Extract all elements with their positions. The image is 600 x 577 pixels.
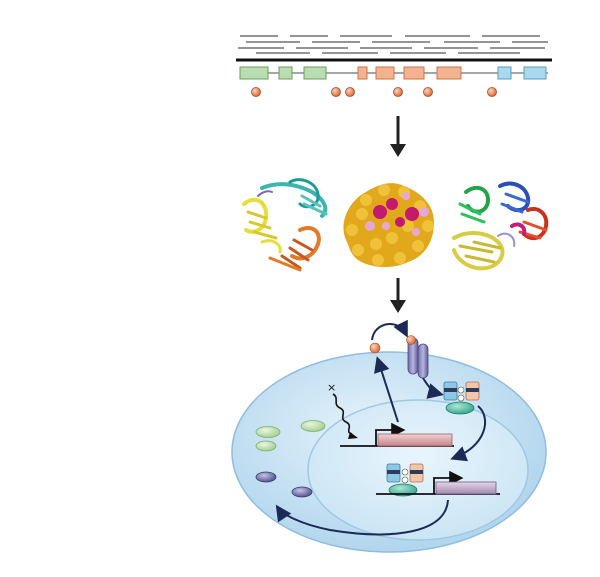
exon-blue — [523, 66, 547, 80]
membrane-receptor — [406, 335, 429, 379]
vesicle-purple — [255, 471, 277, 483]
export-arrow — [275, 499, 449, 536]
nuclear-complex — [386, 463, 424, 497]
gene-locus-1 — [340, 422, 454, 447]
protein-ribbon-trimer — [242, 178, 328, 272]
snp-markers — [251, 87, 497, 97]
wavy-arrow-icon: × — [327, 381, 358, 439]
exon-blue — [497, 66, 512, 80]
gene-locus-2 — [376, 470, 500, 495]
signal-arrow — [422, 377, 444, 399]
secretion-arrow — [374, 356, 399, 423]
cell-signaling: × — [231, 319, 547, 553]
binding-arrow — [371, 319, 408, 341]
exon-green — [303, 66, 327, 80]
annotation-mark: × — [327, 381, 336, 394]
exon-orange — [375, 66, 395, 80]
vesicle-purple — [291, 486, 313, 498]
vesicle-green — [255, 426, 281, 438]
exon-orange — [436, 66, 462, 80]
exon-orange — [357, 66, 368, 80]
vesicle-green — [255, 440, 277, 452]
snp-marker — [393, 87, 403, 97]
sequence-read-lines — [238, 35, 548, 54]
snp-marker — [487, 87, 497, 97]
exon-green — [278, 66, 293, 80]
genome-track — [236, 35, 552, 97]
promoter-arrow-icon — [433, 470, 464, 494]
signaling-complex — [443, 381, 480, 415]
promoter-arrow-icon — [375, 422, 406, 446]
snp-marker — [251, 87, 261, 97]
ligand — [369, 342, 381, 354]
gene-bar — [435, 481, 497, 495]
protein-structures — [242, 178, 549, 272]
translocation-arrow — [450, 405, 487, 462]
down-arrow-icon — [390, 278, 406, 313]
gene-bar — [377, 433, 453, 447]
exon-orange — [403, 66, 425, 80]
snp-marker — [345, 87, 355, 97]
snp-marker — [331, 87, 341, 97]
snp-marker — [423, 87, 433, 97]
vesicle-green — [300, 420, 326, 432]
protein-spacefill — [343, 183, 434, 268]
protein-ribbon-complex — [452, 181, 549, 271]
down-arrow-icon — [390, 116, 406, 157]
exon-green — [239, 66, 269, 80]
